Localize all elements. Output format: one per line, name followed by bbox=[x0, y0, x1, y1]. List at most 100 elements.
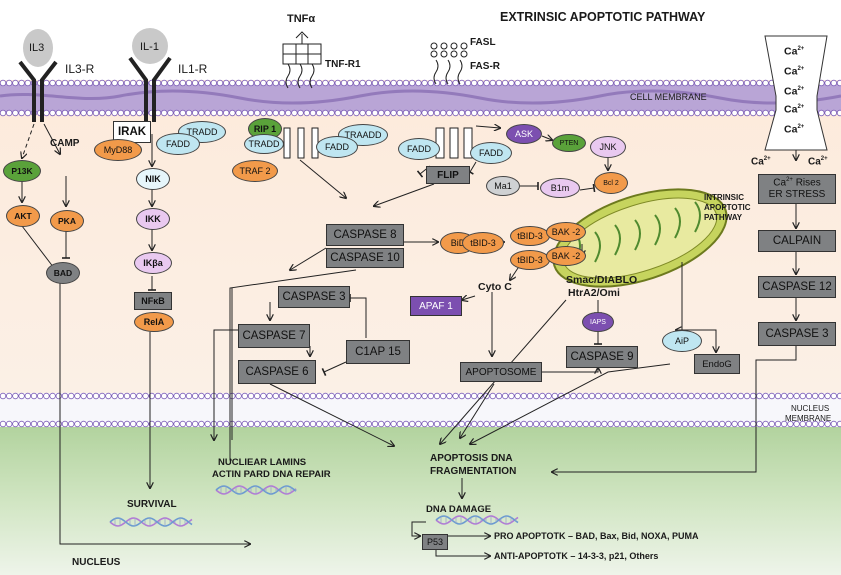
membrane-lipid bbox=[303, 420, 310, 428]
membrane-lipid bbox=[160, 79, 168, 87]
membrane-lipid bbox=[272, 79, 279, 87]
nucleus-membrane-label-2: MEMBRANE bbox=[785, 414, 832, 423]
ikk-node: IKK bbox=[136, 208, 170, 230]
membrane-lipid bbox=[80, 392, 87, 400]
membrane-lipid bbox=[198, 79, 205, 87]
membrane-lipid bbox=[129, 420, 137, 428]
membrane-lipid bbox=[241, 79, 248, 87]
membrane-lipid bbox=[123, 420, 131, 428]
membrane-lipid bbox=[241, 420, 248, 428]
membrane-lipid bbox=[595, 392, 602, 400]
membrane-lipid bbox=[67, 392, 75, 400]
membrane-lipid bbox=[136, 79, 143, 87]
membrane-lipid bbox=[644, 109, 651, 117]
cell-membrane bbox=[0, 79, 841, 117]
membrane-lipid bbox=[378, 392, 385, 400]
membrane-lipid bbox=[55, 109, 62, 117]
membrane-lipid bbox=[266, 79, 273, 87]
membrane-lipid bbox=[129, 79, 137, 87]
membrane-lipid bbox=[576, 392, 583, 400]
fadd-fas-left-node: FADD bbox=[398, 138, 440, 160]
membrane-lipid bbox=[824, 420, 831, 428]
membrane-lipid bbox=[371, 109, 379, 117]
membrane-lipid bbox=[80, 109, 87, 117]
lamins-label-2: ACTIN PARD DNA REPAIR bbox=[212, 469, 331, 480]
calpain-box: CALPAIN bbox=[758, 230, 836, 252]
membrane-lipid bbox=[384, 392, 391, 400]
membrane-lipid bbox=[210, 109, 217, 117]
membrane-lipid bbox=[762, 420, 769, 428]
membrane-lipid bbox=[49, 109, 56, 117]
membrane-lipid bbox=[409, 392, 416, 400]
membrane-lipid bbox=[154, 420, 162, 428]
membrane-lipid bbox=[309, 79, 317, 87]
membrane-lipid bbox=[619, 109, 627, 117]
membrane-lipid bbox=[61, 79, 69, 87]
membrane-lipid bbox=[61, 109, 69, 117]
nucleus-region bbox=[0, 398, 841, 575]
membrane-lipid bbox=[74, 79, 81, 87]
membrane-lipid bbox=[67, 420, 75, 428]
membrane-lipid bbox=[98, 420, 106, 428]
membrane-lipid bbox=[706, 420, 713, 428]
membrane-lipid bbox=[285, 109, 292, 117]
membrane-lipid bbox=[105, 420, 112, 428]
membrane-lipid bbox=[316, 420, 323, 428]
tnfa-label: TNFα bbox=[287, 13, 316, 25]
membrane-lipid bbox=[111, 109, 118, 117]
membrane-lipid bbox=[626, 392, 633, 400]
membrane-lipid bbox=[18, 420, 25, 428]
membrane-lipid bbox=[477, 79, 484, 87]
ca-right-label: Ca2+ bbox=[808, 156, 828, 168]
membrane-lipid bbox=[545, 420, 552, 428]
membrane-lipid bbox=[545, 109, 552, 117]
calcium-channel bbox=[764, 35, 828, 151]
membrane-lipid bbox=[247, 79, 255, 87]
membrane-lipid bbox=[74, 420, 81, 428]
membrane-lipid bbox=[805, 392, 813, 400]
membrane-lipid bbox=[725, 79, 732, 87]
nucleus-label: NUCLEUS bbox=[72, 557, 121, 568]
membrane-lipid bbox=[824, 392, 831, 400]
caspase-6-box: CASPASE 6 bbox=[238, 360, 316, 384]
myd88-node: MyD88 bbox=[94, 139, 142, 161]
membrane-lipid bbox=[43, 79, 50, 87]
membrane-lipid bbox=[129, 392, 137, 400]
membrane-lipid bbox=[520, 420, 527, 428]
membrane-lipid bbox=[154, 79, 162, 87]
membrane-lipid bbox=[830, 109, 837, 117]
membrane-lipid bbox=[588, 420, 596, 428]
membrane-lipid bbox=[365, 392, 372, 400]
membrane-lipid bbox=[80, 420, 87, 428]
membrane-lipid bbox=[222, 420, 230, 428]
membrane-lipid bbox=[409, 79, 416, 87]
membrane-lipid bbox=[390, 109, 397, 117]
membrane-lipid bbox=[564, 79, 571, 87]
intrinsic-label-2: APOPTOTIC bbox=[704, 203, 751, 212]
membrane-lipid bbox=[719, 109, 726, 117]
nik-node: NIK bbox=[136, 168, 170, 190]
tradd-tnf-node: TRADD bbox=[244, 134, 284, 154]
membrane-lipid bbox=[719, 79, 726, 87]
membrane-lipid bbox=[216, 420, 224, 428]
membrane-lipid bbox=[309, 392, 317, 400]
il3-label: IL3 bbox=[29, 42, 45, 54]
membrane-lipid bbox=[334, 392, 341, 400]
membrane-lipid bbox=[533, 109, 540, 117]
tbid-node-1: tBID-3 bbox=[462, 232, 504, 254]
membrane-lipid bbox=[179, 392, 186, 400]
membrane-lipid bbox=[0, 109, 7, 117]
membrane-lipid bbox=[322, 79, 329, 87]
membrane-lipid bbox=[204, 79, 211, 87]
membrane-lipid bbox=[365, 109, 372, 117]
tbid-node-2: tBID-3 bbox=[510, 226, 550, 246]
membrane-lipid bbox=[675, 420, 682, 428]
membrane-lipid bbox=[570, 109, 577, 117]
membrane-lipid bbox=[539, 420, 546, 428]
pten-node: PTEN bbox=[552, 134, 586, 152]
membrane-lipid bbox=[415, 420, 422, 428]
membrane-lipid bbox=[644, 420, 651, 428]
membrane-lipid bbox=[24, 109, 31, 117]
mitochondrion bbox=[552, 188, 728, 288]
membrane-lipid bbox=[551, 109, 558, 117]
